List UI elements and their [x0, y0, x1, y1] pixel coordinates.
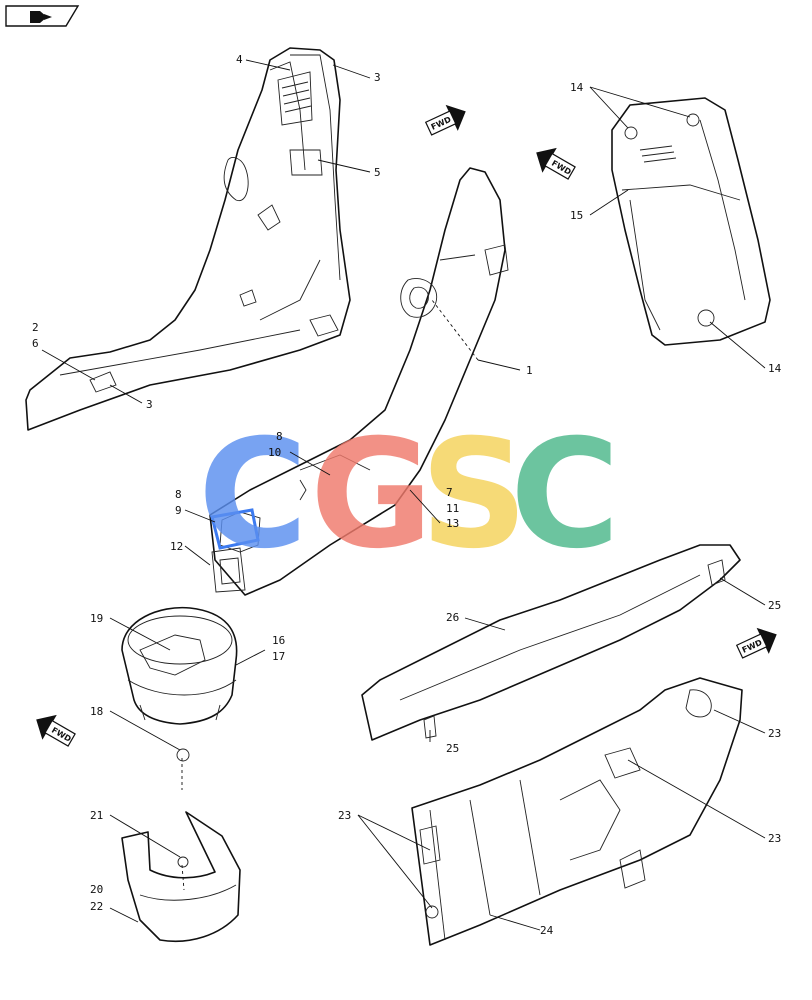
callout-label: 3 — [146, 398, 153, 411]
callout-label: 11 — [446, 502, 459, 515]
callout-label: 6 — [32, 337, 39, 350]
callout-label: 15 — [570, 209, 583, 222]
watermark-letter-3: S — [420, 408, 528, 582]
callout-label: 25 — [446, 742, 459, 755]
left-pillar-trim — [25, 47, 351, 431]
center-air-duct — [209, 167, 509, 596]
storage-pocket — [121, 811, 241, 943]
callout-label: 26 — [446, 611, 459, 624]
highlighted-duct-outlet — [210, 508, 260, 550]
console-side-panel — [361, 544, 741, 741]
callout-label: 14 — [570, 81, 584, 94]
callout-label: 21 — [90, 809, 103, 822]
callout-label: 14 — [768, 362, 782, 375]
watermark-letter-2: G — [310, 408, 433, 582]
callout-label: 20 — [90, 883, 103, 896]
callout-label: 3 — [374, 71, 381, 84]
nav-back-button[interactable] — [5, 5, 80, 27]
callout-label: 9 — [175, 504, 182, 517]
callout-label: 17 — [272, 650, 285, 663]
callout-label: 13 — [446, 517, 459, 530]
flag-arrow-icon — [30, 11, 52, 23]
callout-label: 10 — [268, 446, 281, 459]
callout-label: 7 — [446, 486, 453, 499]
callout-label: 25 — [768, 599, 781, 612]
watermark: C G S C — [198, 408, 620, 582]
callout-label: 16 — [272, 634, 285, 647]
callout-label: 4 — [236, 53, 243, 66]
center-console-panel — [411, 677, 743, 946]
callout-label: 23 — [338, 809, 351, 822]
watermark-letter-4: C — [510, 408, 620, 582]
fwd-arrow-3: FWD — [735, 627, 777, 659]
callout-label: 23 — [768, 832, 781, 845]
callout-label: 5 — [374, 166, 381, 179]
leader-lines — [41, 59, 766, 931]
fwd-arrow-2: FWD — [536, 147, 576, 180]
callout-label: 18 — [90, 705, 103, 718]
callout-label: 8 — [276, 430, 283, 443]
callout-labels: 4 3 5 2 6 3 1 8 10 8 9 12 7 11 13 14 15 … — [32, 53, 782, 937]
callout-label: 23 — [768, 727, 781, 740]
callout-label: 12 — [170, 540, 183, 553]
callout-label: 1 — [526, 364, 533, 377]
cup-holder — [121, 606, 238, 762]
callout-label: 19 — [90, 612, 103, 625]
callout-label: 24 — [540, 924, 554, 937]
callout-label: 8 — [175, 488, 182, 501]
fwd-arrow-1: FWD — [424, 104, 466, 136]
callout-label: 2 — [32, 321, 39, 334]
top-right-vent-panel — [611, 97, 771, 346]
fwd-arrow-4: FWD — [36, 714, 76, 747]
callout-label: 22 — [90, 900, 103, 913]
watermark-letter-1: C — [198, 408, 308, 582]
